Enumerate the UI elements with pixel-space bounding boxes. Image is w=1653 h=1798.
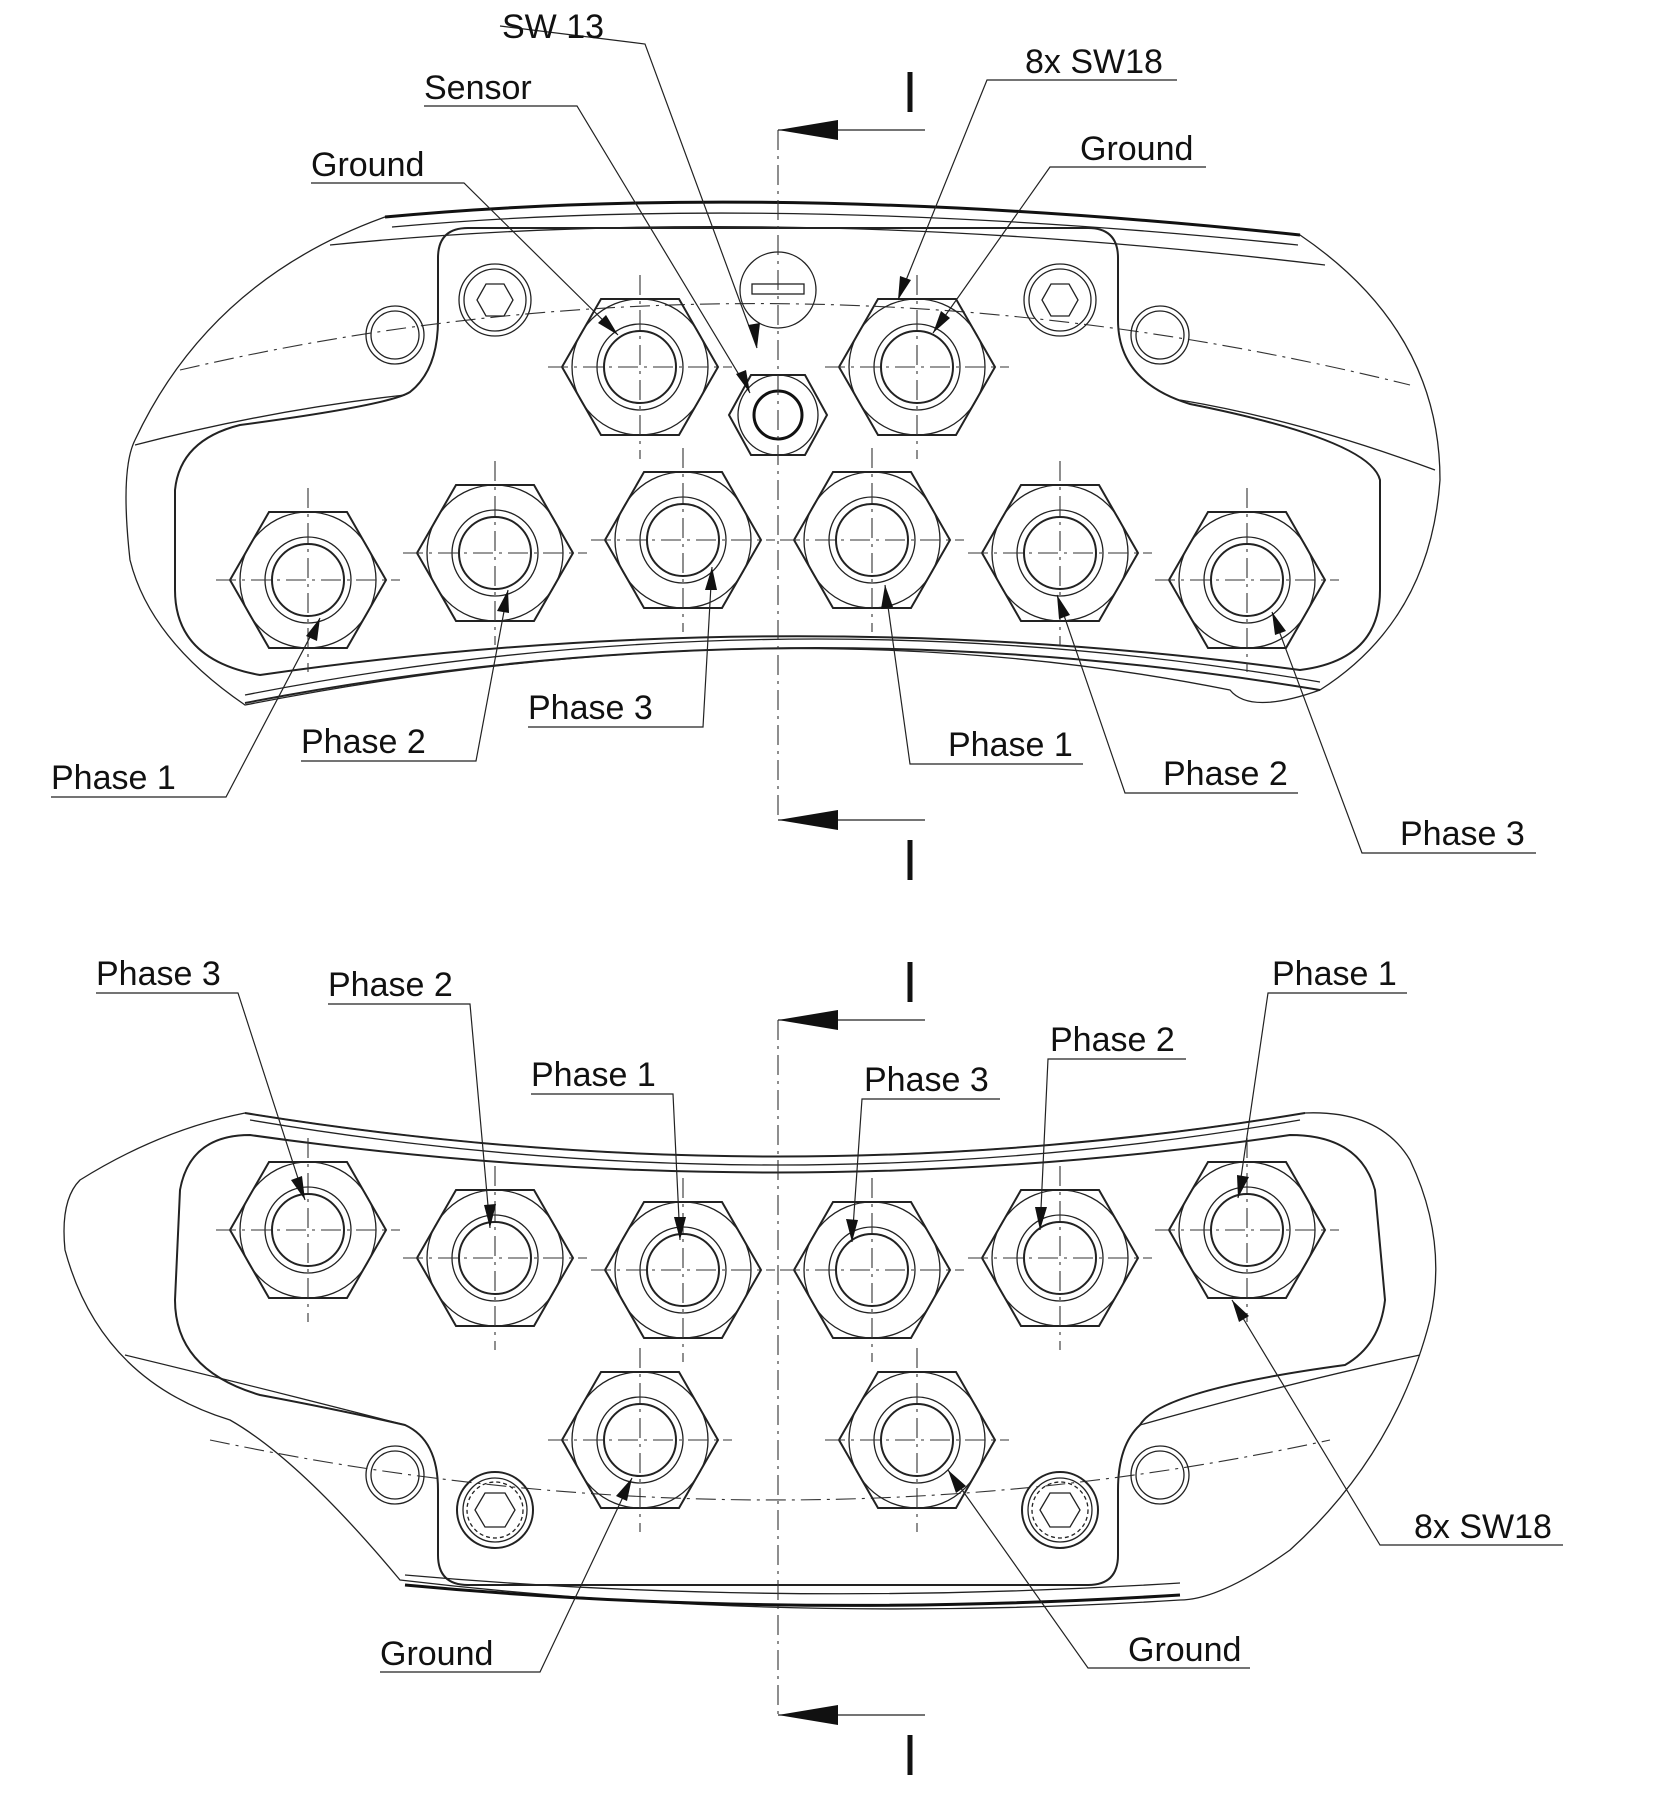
top-label-phase1-right: Phase 1 [948, 726, 1073, 764]
top-inner-pad [174, 227, 1381, 677]
top-nut-ground-right [824, 274, 1010, 460]
bottom-label-phase2-left: Phase 2 [328, 966, 453, 1004]
bottom-label-phase1-left: Phase 1 [531, 1056, 656, 1094]
bottom-label-phase2-right: Phase 2 [1050, 1021, 1175, 1059]
bottom-label-ground-left: Ground [380, 1635, 493, 1673]
top-label-sensor: Sensor [424, 69, 532, 107]
top-label-phase3-right: Phase 3 [1400, 815, 1525, 853]
top-label-phase3-left: Phase 3 [528, 689, 653, 727]
top-label-phase2-left: Phase 2 [301, 723, 426, 761]
top-label-sw18: 8x SW18 [1025, 43, 1163, 81]
top-nut-ground-left [547, 274, 733, 460]
bottom-inner-pad [173, 1133, 1387, 1586]
top-label-sw13: SW 13 [502, 8, 604, 46]
top-view: I I SW 13 Sensor Ground 8x SW18 Ground P… [51, 8, 1536, 880]
bottom-label-ground-right: Ground [1128, 1631, 1241, 1669]
top-label-ground-right: Ground [1080, 130, 1193, 168]
bottom-label-phase1-right: Phase 1 [1272, 955, 1397, 993]
bottom-label-phase3-left: Phase 3 [96, 955, 221, 993]
top-label-phase1-left: Phase 1 [51, 759, 176, 797]
bottom-label-sw18: 8x SW18 [1414, 1508, 1552, 1546]
top-label-phase2-right: Phase 2 [1163, 755, 1288, 793]
bottom-label-phase3-right: Phase 3 [864, 1061, 989, 1099]
bottom-housing-outline [63, 1112, 1437, 1610]
bottom-view: I I Phase 3 Phase 2 Phase 1 Phase 3 Phas… [63, 955, 1563, 1775]
top-housing-outline [125, 201, 1441, 706]
top-label-ground-left: Ground [311, 146, 424, 184]
